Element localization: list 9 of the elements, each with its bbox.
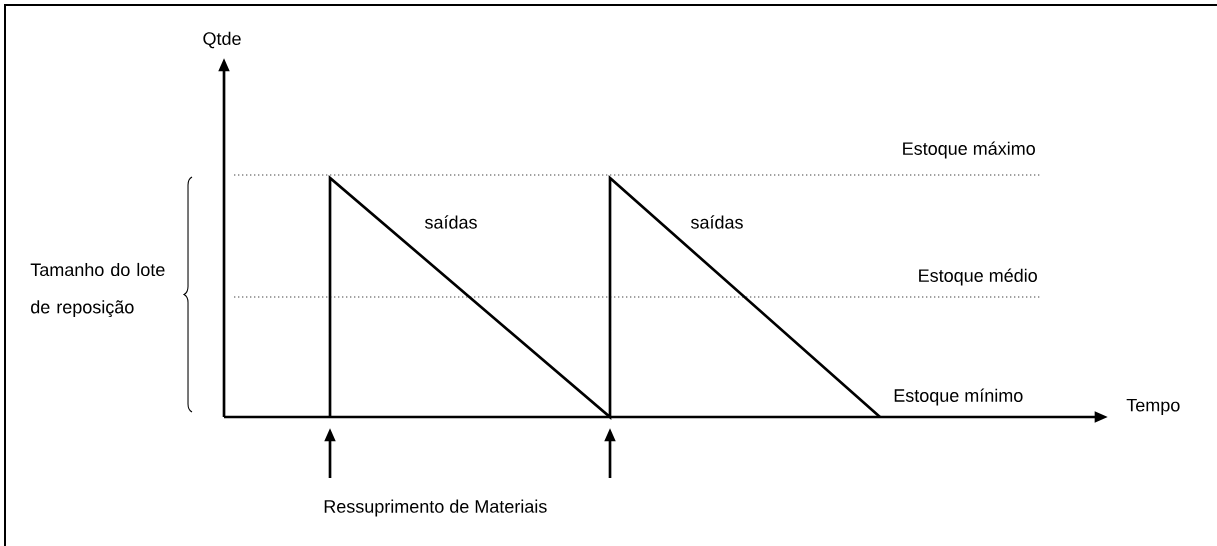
line-label: saídas [691,215,743,229]
supply-label: Ressuprimento de Materiais [324,499,547,517]
axis-label: Qtde [203,31,241,49]
brace-label: Tamanho do lote de reposição [30,262,165,318]
level-label: Estoque mínimo [894,388,1023,406]
line-label: saídas [425,215,477,229]
level-label: Estoque médio [919,268,1037,286]
level-label: Estoque máximo [903,141,1035,159]
axis-label: Tempo [1126,398,1180,416]
